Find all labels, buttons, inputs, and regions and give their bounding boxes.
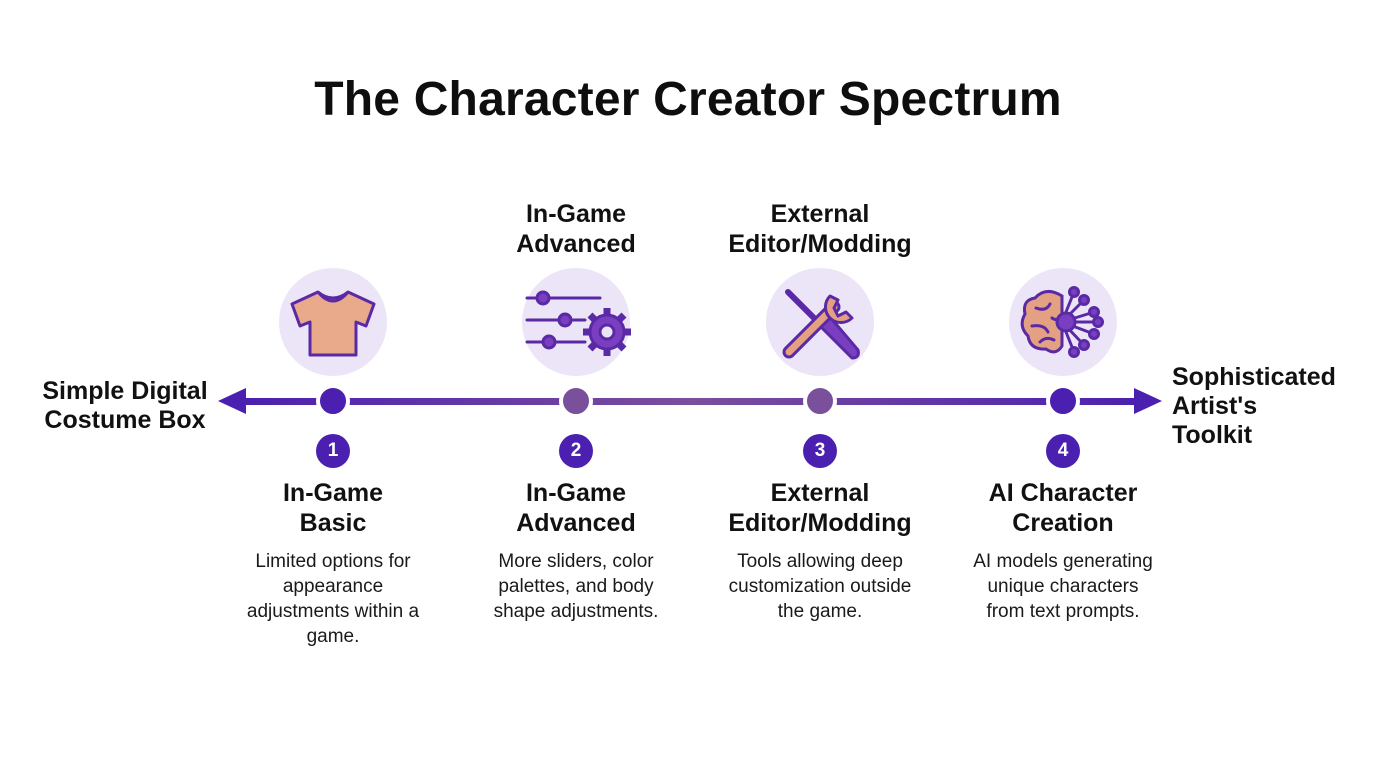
stage-1-badge xyxy=(316,434,350,468)
brain-network-icon xyxy=(1020,286,1104,358)
stage-4-marker xyxy=(1046,384,1080,418)
stage-2-marker xyxy=(559,384,593,418)
stage-4-description: AI models generating unique characters f… xyxy=(973,551,1153,622)
right-arrow-head xyxy=(1134,388,1162,414)
diagram-title: The Character Creator Spectrum xyxy=(314,73,1062,126)
wrench-screwdriver-icon xyxy=(782,289,860,360)
sliders-gear-icon xyxy=(525,290,631,356)
spectrum-right-label: Sophisticated Artist's Toolkit xyxy=(1172,363,1336,449)
stage-3-badge xyxy=(803,434,837,468)
stage-3-title: External Editor/Modding xyxy=(728,479,912,537)
stage-2-description: More sliders, color palettes, and body s… xyxy=(493,551,659,622)
stage-3-marker xyxy=(803,384,837,418)
stage-2-title: In-Game Advanced xyxy=(516,479,636,537)
stage-3-upper-label: External Editor/Modding xyxy=(728,200,912,258)
stage-2-upper-label: In-Game Advanced xyxy=(516,200,636,258)
stage-2-badge xyxy=(559,434,593,468)
stage-4-number: 4 xyxy=(1057,440,1069,461)
stage-1-number: 1 xyxy=(327,440,339,461)
left-arrow-head xyxy=(218,388,246,414)
stage-3-number: 3 xyxy=(814,440,826,461)
stage-2-number: 2 xyxy=(570,440,582,461)
stage-3-description: Tools allowing deep customization outsid… xyxy=(728,551,912,622)
spectrum-left-label: Simple Digital Costume Box xyxy=(42,377,208,434)
t-shirt-icon xyxy=(290,290,376,357)
spectrum-line xyxy=(238,398,1146,405)
stage-4-title: AI Character Creation xyxy=(988,479,1138,537)
stage-4-badge xyxy=(1046,434,1080,468)
stage-1-marker xyxy=(316,384,350,418)
stage-1-description: Limited options for appearance adjustmen… xyxy=(246,551,420,647)
stage-1-title: In-Game Basic xyxy=(282,479,384,537)
